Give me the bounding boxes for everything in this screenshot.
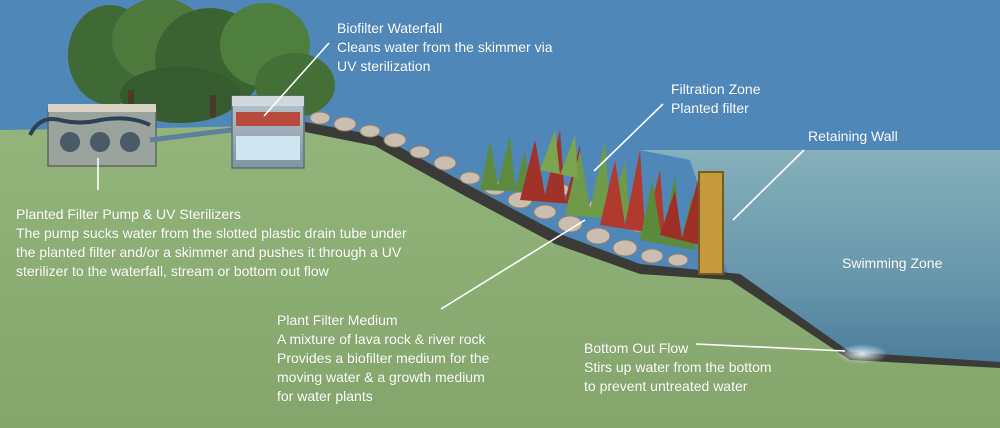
label-title: Planted Filter Pump & UV Sterilizers xyxy=(16,206,241,222)
label-title: Plant Filter Medium xyxy=(277,312,398,328)
label-line: Planted filter xyxy=(671,100,749,116)
label-line: Provides a biofilter medium for the xyxy=(277,350,490,366)
label-title: Biofilter Waterfall xyxy=(337,20,443,36)
label-line: for water plants xyxy=(277,388,373,404)
label-line: Stirs up water from the bottom xyxy=(584,359,772,375)
label-line: to prevent untreated water xyxy=(584,378,748,394)
retaining-wall xyxy=(698,171,724,275)
label-line: A mixture of lava rock & river rock xyxy=(277,331,486,347)
leader-medium xyxy=(440,219,586,310)
pump-uv-housing xyxy=(28,104,233,167)
pond-water xyxy=(640,150,1000,368)
label-title: Filtration Zone xyxy=(671,81,761,97)
leader-bottom xyxy=(695,343,846,352)
label-swimming-zone: Swimming Zone xyxy=(842,254,942,273)
label-title: Swimming Zone xyxy=(842,255,943,271)
label-plant-filter-medium: Plant Filter Medium A mixture of lava ro… xyxy=(277,311,489,406)
label-pump-uv-sterilizers: Planted Filter Pump & UV Sterilizers The… xyxy=(16,205,407,281)
label-line: Cleans water from the skimmer via xyxy=(337,39,553,55)
ground xyxy=(0,125,1000,428)
label-line: sterilizer to the waterfall, stream or b… xyxy=(16,263,329,279)
label-line: UV sterilization xyxy=(337,58,431,74)
label-line: The pump sucks water from the slotted pl… xyxy=(16,225,407,241)
label-title: Retaining Wall xyxy=(808,128,898,144)
label-retaining-wall: Retaining Wall xyxy=(808,127,898,146)
leader-biofilter xyxy=(263,42,330,117)
label-filtration-zone: Filtration Zone Planted filter xyxy=(671,80,760,118)
leader-retaining xyxy=(732,149,805,221)
label-line: the planted filter and/or a skimmer and … xyxy=(16,244,402,260)
leader-filtration xyxy=(593,103,664,172)
label-line: moving water & a growth medium xyxy=(277,369,485,385)
biofilter-box xyxy=(231,95,305,169)
planted-filter-plants xyxy=(480,130,700,250)
leader-lines xyxy=(97,42,846,352)
label-title: Bottom Out Flow xyxy=(584,340,689,356)
label-biofilter-waterfall: Biofilter Waterfall Cleans water from th… xyxy=(337,19,553,76)
label-bottom-out-flow: Bottom Out Flow Stirs up water from the … xyxy=(584,339,772,396)
bottom-out-flow xyxy=(836,344,888,364)
